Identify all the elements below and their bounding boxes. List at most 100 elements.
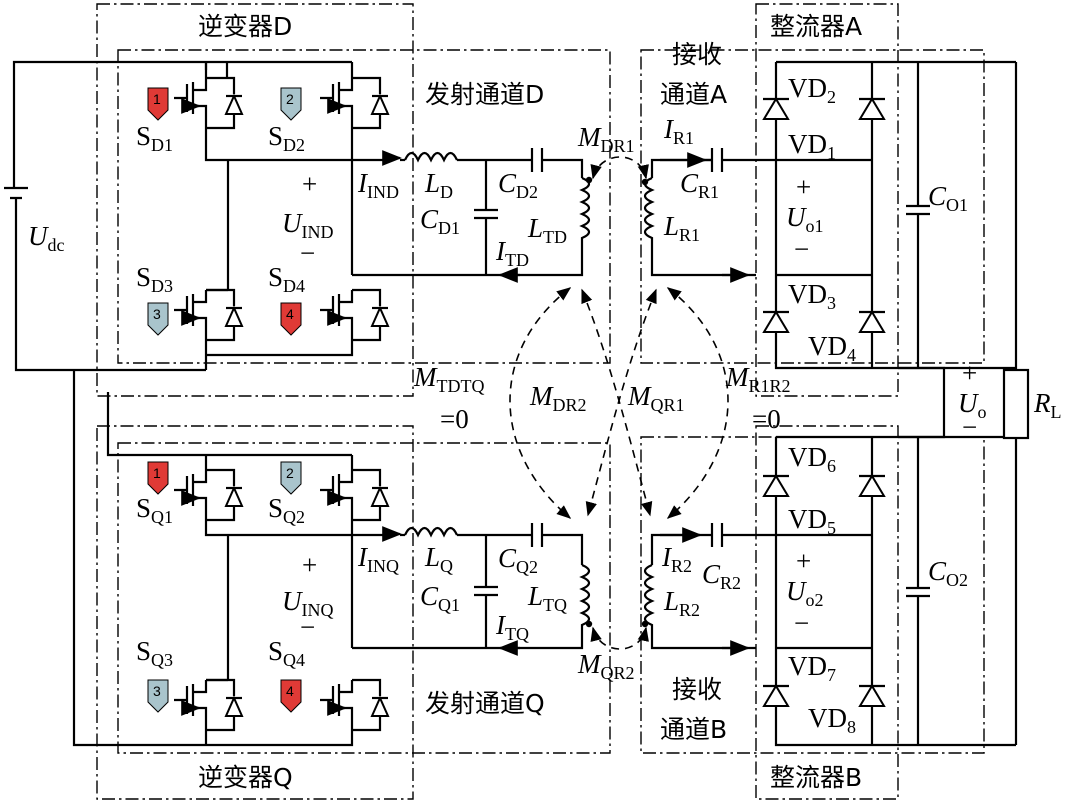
svg-text:MTDTQ: MTDTQ [413,362,485,396]
svg-text:LQ: LQ [424,542,453,576]
rx-channel-a-title-2: 通道A [660,80,727,109]
switch-sd3: SD3 3 [136,262,173,336]
svg-text:SQ3: SQ3 [136,636,173,670]
switch-sd1: 1 SD1 [136,87,173,155]
svg-text:Uo2: Uo2 [786,576,824,610]
rectifier-b-title: 整流器B [770,763,862,792]
svg-text:IR1: IR1 [663,114,694,148]
svg-text:LTD: LTD [527,213,567,247]
svg-text:Uo1: Uo1 [786,202,824,236]
svg-text:−: − [962,412,977,442]
svg-text:IR2: IR2 [661,542,692,576]
svg-text:SD2: SD2 [268,121,305,155]
switch-sd4: SD4 4 [268,262,305,336]
svg-text:IINQ: IINQ [357,542,399,576]
u-ind-label: + UIND − [282,169,334,268]
svg-text:3: 3 [153,306,161,322]
inverter-d: 1 SD1 2 SD2 SD3 3 SD4 4 + UIND − [136,60,430,370]
svg-text:CD2: CD2 [498,168,538,202]
svg-text:1: 1 [153,465,161,481]
tx-channel-q-title: 发射通道Q [425,689,545,718]
inverter-q-title: 逆变器Q [198,763,293,792]
svg-text:UINQ: UINQ [282,586,334,620]
svg-text:Uo: Uo [958,388,987,422]
rx-channel-b-title-1: 接收 [672,675,722,704]
load-resistor [1002,368,1030,440]
svg-text:+: + [302,550,317,580]
svg-text:LD: LD [424,168,453,202]
tx-resonant-d: IIND LD CD1 CD2 LTD ITD [357,148,593,283]
switch-sq1: 1 SQ1 [136,461,173,527]
rx-channel-a: IR1 CR1 LR1 [641,114,776,283]
dc-source: Udc [4,60,206,747]
svg-text:−: − [794,234,809,264]
inverter-q-box [96,425,414,800]
inverter-d-box [96,3,414,397]
svg-text:=0: =0 [752,404,781,434]
svg-text:VD6: VD6 [788,442,836,476]
svg-text:+: + [302,169,317,199]
svg-text:VD3: VD3 [788,279,836,313]
svg-text:−: − [300,612,315,642]
svg-text:MR1R2: MR1R2 [725,362,791,396]
inverter-d-title: 逆变器D [198,12,292,41]
svg-text:CO1: CO1 [928,181,968,215]
tx-channel-d-title: 发射通道D [425,80,544,109]
svg-text:VD1: VD1 [788,129,836,163]
svg-text:LR2: LR2 [663,586,700,620]
svg-text:2: 2 [286,91,294,107]
rectifier-a-title: 整流器A [770,12,862,41]
switch-sq2: 2 SQ2 [268,461,305,527]
rx-channel-b-title-2: 通道B [660,715,727,744]
svg-text:CQ2: CQ2 [498,543,538,577]
source-label: Udc [28,221,65,255]
svg-text:VD5: VD5 [788,504,836,538]
switch-sq3: SQ3 3 [136,636,173,713]
svg-text:SD4: SD4 [268,262,305,296]
u-inq-label: + UINQ − [282,550,334,642]
svg-text:SQ1: SQ1 [136,493,173,527]
rectifier-a: VD2 VD1 VD3 VD4 + Uo1 − CO1 [761,60,1016,370]
inverter-q: 1 SQ1 2 SQ2 SQ3 3 SQ4 4 + UINQ − [136,453,430,747]
tx-channel-q-box [117,442,611,754]
svg-text:LR1: LR1 [663,211,700,245]
svg-text:CD1: CD1 [420,204,460,238]
svg-text:ITQ: ITQ [495,610,529,644]
svg-text:SQ2: SQ2 [268,493,305,527]
svg-text:CR1: CR1 [680,168,719,202]
svg-text:VD2: VD2 [788,73,836,107]
svg-text:−: − [794,608,809,638]
svg-text:IIND: IIND [357,168,399,202]
mutual-couplings: MDR1 MQR2 MDR2 MQR1 MTDTQ =0 MR1R2 =0 [413,122,791,683]
rectifier-b: VD6 VD5 VD7 VD8 + Uo2 − CO2 [761,435,1016,747]
svg-text:+: + [796,546,811,576]
svg-text:−: − [300,238,315,268]
switch-sd2: 2 SD2 [268,87,305,155]
svg-text:CQ1: CQ1 [420,581,460,615]
svg-text:SD3: SD3 [136,262,173,296]
svg-text:4: 4 [286,306,294,322]
svg-text:=0: =0 [440,404,469,434]
svg-text:CR2: CR2 [702,559,741,593]
svg-text:UIND: UIND [282,208,334,242]
svg-text:3: 3 [153,683,161,699]
rectifier-a-box [755,3,899,397]
rectifier-b-box [755,425,899,800]
svg-text:+: + [962,358,977,388]
switch-sq4: SQ4 4 [268,636,305,713]
block-titles: 逆变器D 逆变器Q 整流器A 整流器B 发射通道D 发射通道Q 接收 通道A 接… [190,8,894,792]
svg-text:VD7: VD7 [788,651,836,685]
svg-text:ITD: ITD [495,236,529,270]
svg-text:VD4: VD4 [808,331,856,365]
rx-channel-a-title-1: 接收 [672,40,722,69]
tx-resonant-q: IINQ LQ CQ1 CQ2 LTQ ITQ [357,523,593,656]
svg-text:VD8: VD8 [808,703,856,737]
rx-channel-b: IR2 CR2 LR2 [641,523,776,656]
svg-text:MDR1: MDR1 [577,122,635,156]
svg-text:2: 2 [286,465,294,481]
rx-channel-a-box [640,49,985,364]
svg-text:1: 1 [153,91,161,107]
svg-text:MDR2: MDR2 [529,381,587,415]
svg-text:MQR2: MQR2 [577,649,635,683]
